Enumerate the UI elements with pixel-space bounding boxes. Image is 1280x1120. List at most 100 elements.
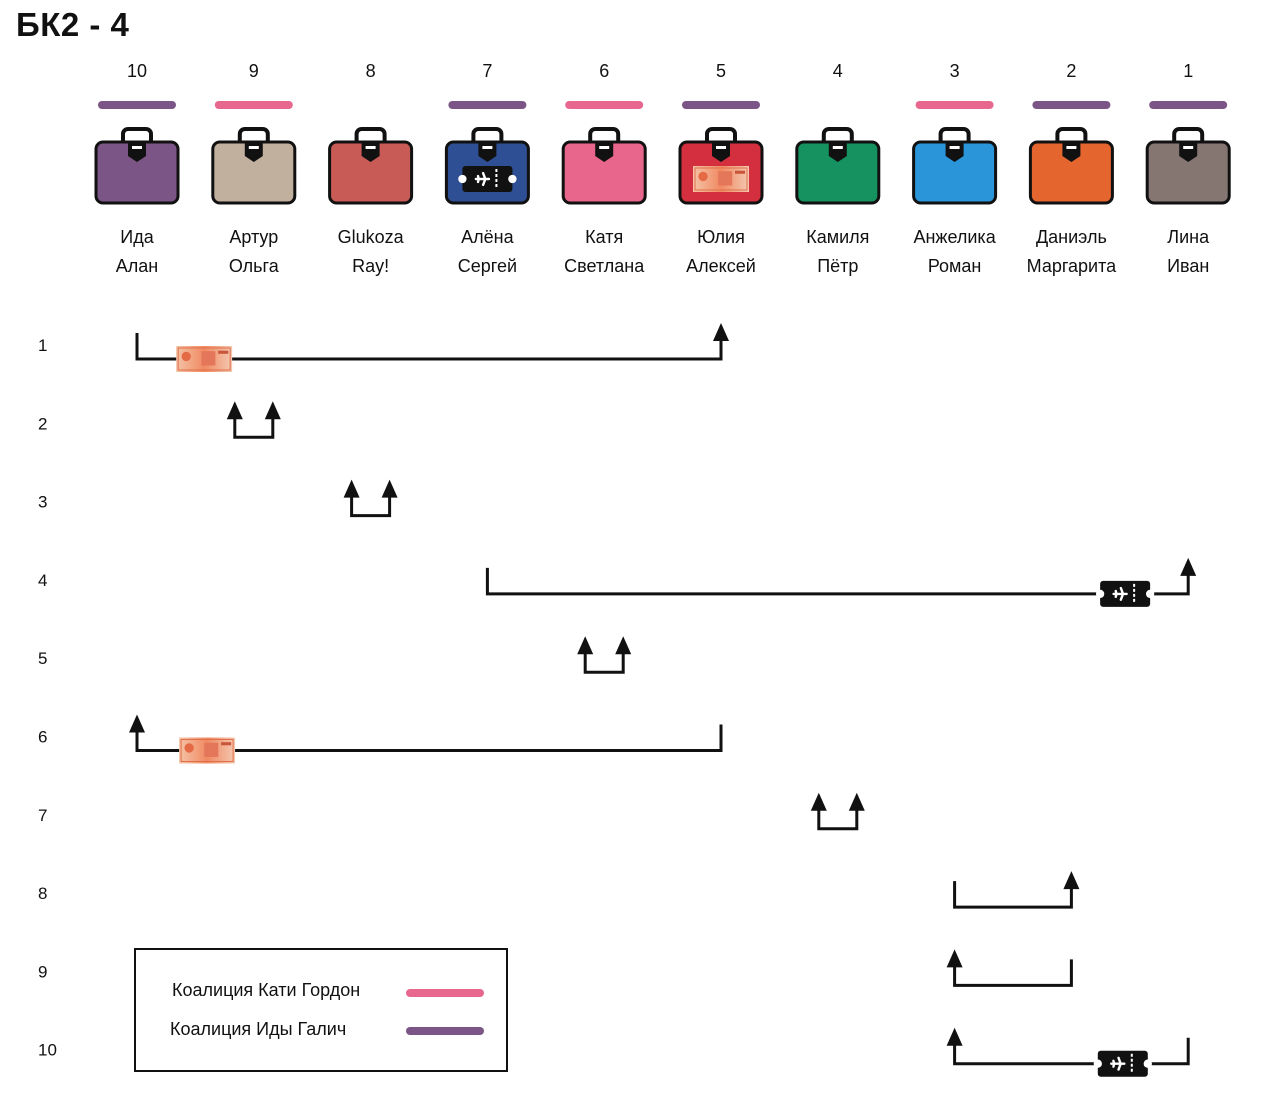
swap-line — [953, 1037, 1190, 1066]
arrow-head — [1063, 871, 1080, 890]
arrow-head — [264, 401, 281, 420]
suitcase-icon — [1145, 127, 1231, 205]
round-4: 4 — [38, 557, 1197, 607]
column-number: 7 — [482, 61, 492, 81]
contestant-name-2: Алан — [116, 256, 158, 276]
ticket-icon — [1095, 580, 1155, 607]
swap-line — [350, 495, 392, 518]
legend: Коалиция Кати Гордон Коалиция Иды Галич — [134, 948, 508, 1072]
page-title: БК2 - 4 — [16, 6, 130, 43]
contestant-name-1: Катя — [585, 227, 623, 247]
contestant-name-1: Камиля — [806, 227, 869, 247]
coalition-bar — [98, 101, 176, 109]
round-7: 7 — [38, 792, 865, 831]
contestant-name-2: Иван — [1167, 256, 1209, 276]
column-number: 9 — [249, 61, 259, 81]
arrow-head — [226, 401, 243, 420]
legend-label-katya: Коалиция Кати Гордон — [172, 980, 361, 1000]
contestant-name-1: Анжелика — [913, 227, 996, 247]
swap-line — [135, 333, 723, 361]
round-label: 8 — [38, 884, 47, 903]
round-label: 6 — [38, 728, 47, 747]
round-label: 1 — [38, 336, 47, 355]
column-number: 2 — [1066, 61, 1076, 81]
swap-line — [135, 724, 723, 752]
suitcase-icon — [795, 127, 881, 205]
round-1: 1 — [38, 323, 729, 372]
contestant-name-1: Ида — [120, 227, 154, 247]
round-label: 2 — [38, 414, 47, 433]
contestant-name-1: Артур — [229, 227, 278, 247]
contestant-name-2: Пётр — [817, 256, 858, 276]
column-number: 10 — [127, 61, 147, 81]
arrow-head — [381, 479, 398, 498]
coalition-bar — [214, 101, 293, 109]
round-9: 9 — [38, 949, 1073, 987]
contestant-name-2: Сергей — [458, 256, 517, 276]
column-number: 4 — [833, 61, 843, 81]
columns: 10ИдаАлан9АртурОльга8GlukozaRay!7АлёнаСе… — [94, 61, 1231, 276]
coalition-bar — [915, 101, 994, 109]
swap-line — [953, 959, 1073, 987]
column-number: 6 — [599, 61, 609, 81]
coalition-bar — [565, 101, 644, 109]
legend-label-ida: Коалиция Иды Галич — [170, 1019, 347, 1039]
column-number: 3 — [950, 61, 960, 81]
suitcase-icon — [328, 127, 414, 205]
contestant-name-1: Лина — [1167, 227, 1210, 247]
round-10: 10 — [38, 1027, 1190, 1077]
banknote-icon — [176, 346, 233, 372]
arrow-head — [946, 1027, 963, 1046]
coalition-bar — [1149, 101, 1228, 109]
contestant-name-2: Алексей — [686, 256, 756, 276]
swap-line — [583, 652, 625, 674]
contestant-name-1: Glukoza — [338, 227, 405, 247]
arrow-head — [129, 714, 145, 733]
rounds: 1 2 3 4 5 6 7 8 9 10 — [38, 323, 1197, 1077]
round-5: 5 — [38, 636, 632, 674]
round-6: 6 — [38, 714, 723, 764]
coalition-bar — [682, 101, 760, 109]
swap-line — [817, 808, 859, 831]
round-2: 2 — [38, 401, 281, 439]
contestant-name-1: Алёна — [461, 227, 514, 247]
coalition-bar — [448, 101, 527, 109]
contestant-name-2: Ray! — [352, 256, 389, 276]
coalition-bar — [1032, 101, 1111, 109]
contestant-name-2: Светлана — [564, 256, 645, 276]
legend-swatch-ida — [406, 1027, 484, 1035]
banknote-icon — [693, 166, 749, 192]
contestant-name-2: Роман — [928, 256, 982, 276]
round-label: 7 — [38, 806, 47, 825]
round-8: 8 — [38, 871, 1080, 909]
suitcase-icon — [678, 127, 764, 205]
round-label: 9 — [38, 962, 47, 981]
column-number: 5 — [716, 61, 726, 81]
suitcase-icon — [94, 127, 180, 205]
suitcase-icon — [444, 127, 530, 205]
arrow-head — [946, 949, 963, 968]
ticket-icon — [458, 166, 517, 192]
arrow-head — [848, 792, 865, 811]
arrow-head — [577, 636, 594, 655]
round-label: 4 — [38, 571, 47, 590]
arrow-head — [713, 323, 729, 341]
round-label: 10 — [38, 1041, 57, 1060]
arrow-head — [615, 636, 632, 655]
contestant-name-2: Маргарита — [1027, 256, 1118, 276]
round-3: 3 — [38, 479, 398, 518]
suitcase-icon — [561, 127, 647, 205]
contestant-name-1: Юлия — [697, 227, 745, 247]
arrow-head — [343, 479, 360, 498]
swap-line — [485, 567, 1190, 596]
round-label: 5 — [38, 649, 47, 668]
